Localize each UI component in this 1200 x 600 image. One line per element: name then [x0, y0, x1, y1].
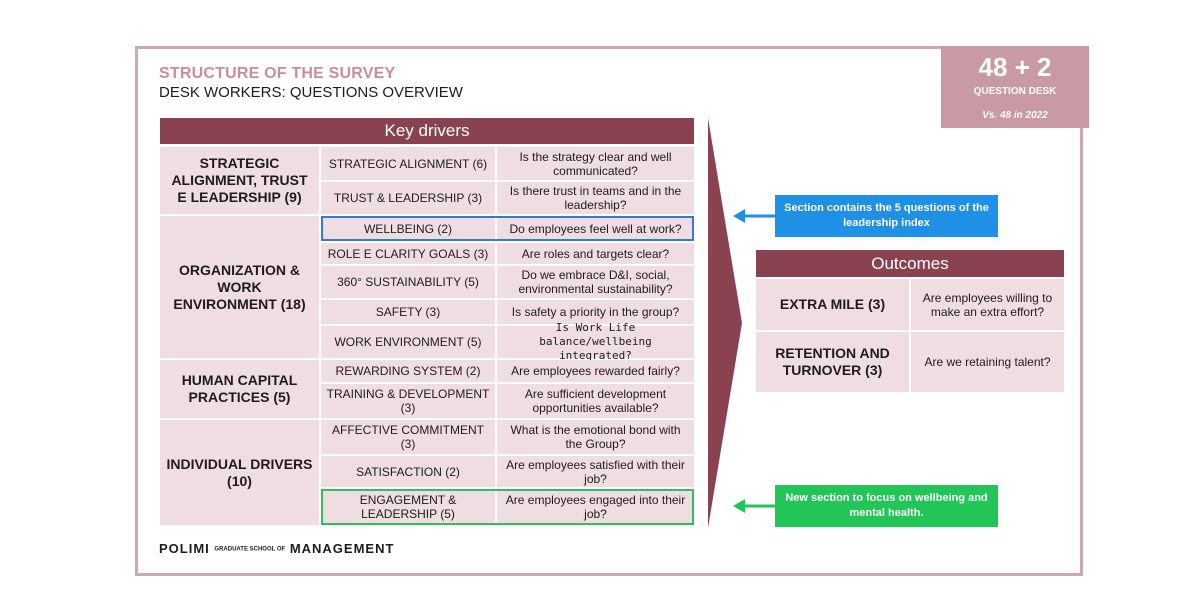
question-cell: Is there trust in teams and in the leade…	[497, 182, 694, 214]
category-organization: ORGANIZATION & WORK ENVIRONMENT (18)	[160, 216, 319, 358]
outcome-question-cell: Are we retaining talent?	[911, 332, 1064, 392]
arrow-left-icon	[733, 499, 775, 513]
driver-cell: ENGAGEMENT & LEADERSHIP (5)	[321, 489, 495, 525]
driver-cell: TRAINING & DEVELOPMENT (3)	[321, 384, 495, 418]
driver-cell: SAFETY (3)	[321, 300, 495, 324]
driver-cell: AFFECTIVE COMMITMENT (3)	[321, 420, 495, 454]
question-count-label: QUESTION DESK	[973, 86, 1057, 97]
driver-cell: TRUST & LEADERSHIP (3)	[321, 182, 495, 214]
category-strategic-alignment: STRATEGIC ALIGNMENT, TRUST E LEADERSHIP …	[160, 147, 319, 214]
key-drivers-heading: Key drivers	[160, 118, 694, 144]
outcomes-heading: Outcomes	[756, 250, 1064, 277]
driver-cell: ROLE E CLARITY GOALS (3)	[321, 243, 495, 264]
question-cell: Are employees rewarded fairly?	[497, 360, 694, 382]
question-cell: Is Work Life balance/wellbeing integrate…	[497, 321, 694, 362]
driver-cell: REWARDING SYSTEM (2)	[321, 360, 495, 382]
logo-tiny: GRADUATE SCHOOL OF	[214, 546, 286, 553]
wellbeing-highlight	[321, 216, 694, 241]
question-cell: Is safety a priority in the group?	[497, 300, 694, 324]
question-count-comparison: Vs. 48 in 2022	[982, 110, 1048, 121]
category-human-capital: HUMAN CAPITAL PRACTICES (5)	[160, 360, 319, 418]
outcome-question-cell: Are employees willing to make an extra e…	[911, 279, 1064, 330]
question-cell: Are roles and targets clear?	[497, 243, 694, 264]
slide-title: STRUCTURE OF THE SURVEY	[159, 65, 396, 82]
question-cell: Are employees satisfied with their job?	[497, 456, 694, 487]
question-cell: Are sufficient development opportunities…	[497, 384, 694, 418]
arrow-left-icon	[733, 209, 775, 223]
question-cell: Do employees feel well at work?	[497, 216, 694, 241]
driver-cell: STRATEGIC ALIGNMENT (6)	[321, 147, 495, 180]
driver-cell: 360° SUSTAINABILITY (5)	[321, 266, 495, 298]
question-count: 48 + 2	[978, 52, 1052, 82]
polimi-logo: POLIMI GRADUATE SCHOOL OF MANAGEMENT	[159, 541, 394, 556]
engagement-highlight	[321, 489, 694, 525]
chevron-arrow-icon	[708, 118, 742, 528]
question-cell: Is the strategy clear and well communica…	[497, 147, 694, 180]
logo-left: POLIMI	[159, 541, 210, 556]
slide-subtitle: DESK WORKERS: QUESTIONS OVERVIEW	[159, 84, 463, 101]
question-cell: What is the emotional bond with the Grou…	[497, 420, 694, 454]
outcome-driver-cell: EXTRA MILE (3)	[756, 279, 909, 330]
driver-cell: WELLBEING (2)	[321, 216, 495, 241]
category-individual-drivers: INDIVIDUAL DRIVERS (10)	[160, 420, 319, 525]
question-count-box: 48 + 2 QUESTION DESK Vs. 48 in 2022	[941, 46, 1089, 128]
driver-cell: WORK ENVIRONMENT (5)	[321, 326, 495, 358]
leadership-index-callout: Section contains the 5 questions of the …	[775, 195, 998, 237]
logo-right: MANAGEMENT	[289, 541, 395, 556]
outcome-driver-cell: RETENTION AND TURNOVER (3)	[756, 332, 909, 392]
slide-frame	[135, 46, 1083, 576]
wellbeing-callout: New section to focus on wellbeing and me…	[775, 485, 998, 527]
question-cell: Are employees engaged into their job?	[497, 489, 694, 525]
driver-cell: SATISFACTION (2)	[321, 456, 495, 487]
question-cell: Do we embrace D&I, social, environmental…	[497, 266, 694, 298]
